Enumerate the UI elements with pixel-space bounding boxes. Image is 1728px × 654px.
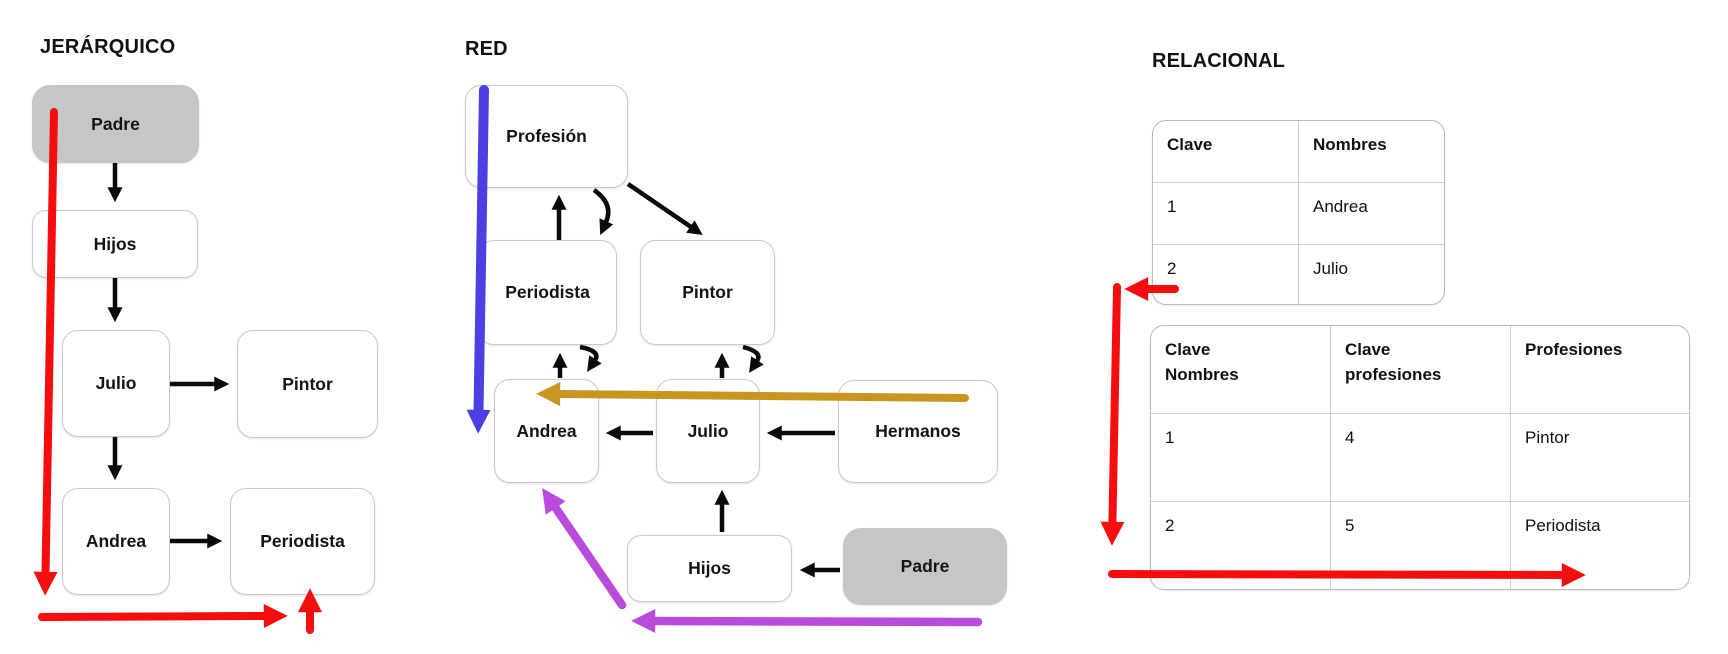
relacional-table-nombres: Clave Nombres 1 Andrea 2 Julio	[1152, 120, 1445, 305]
jerarquico-node-hijos: Hijos	[32, 210, 198, 278]
node-label: Periodista	[505, 282, 590, 302]
node-label: Pintor	[282, 373, 333, 394]
table-cell: Andrea	[1298, 182, 1444, 244]
red-arrow-tables-down	[1100, 283, 1125, 546]
node-label: Padre	[91, 113, 140, 134]
node-label: Padre	[900, 556, 950, 576]
red-node-julio: Julio	[656, 379, 760, 483]
red-arrow-bottom-right	[38, 604, 288, 629]
node-label: Pintor	[682, 282, 733, 302]
red-title: RED	[465, 38, 508, 60]
red-node-periodista: Periodista	[478, 240, 617, 345]
red-node-hijos: Hijos	[627, 535, 792, 602]
relacional-table-profesiones: Clave Nombres Clave profesiones Profesio…	[1150, 325, 1690, 590]
table-cell: 2	[1151, 501, 1330, 589]
red-arrow-down-left	[33, 108, 58, 596]
table-header-cell: Profesiones	[1510, 326, 1689, 413]
red-node-hermanos: Hermanos	[838, 380, 998, 483]
red-node-padre: Padre	[843, 528, 1007, 605]
table-header-cell: Nombres	[1298, 121, 1444, 182]
table-cell: Julio	[1298, 244, 1444, 304]
red-node-andrea: Andrea	[494, 379, 599, 483]
table-cell: Pintor	[1510, 413, 1689, 501]
purple-arrow-diagonal	[542, 488, 627, 610]
table-cell: 1	[1151, 413, 1330, 501]
table-cell: 4	[1330, 413, 1510, 501]
table-cell: 1	[1153, 182, 1298, 244]
red-node-profesion: Profesión	[465, 85, 628, 188]
node-label: Profesión	[506, 126, 587, 146]
node-label: Julio	[687, 420, 729, 441]
jerarquico-node-periodista: Periodista	[230, 488, 375, 595]
node-label: Andrea	[85, 531, 147, 551]
jerarquico-node-andrea: Andrea	[62, 488, 170, 595]
node-label: Periodista	[260, 531, 345, 551]
table-header-cell: Clave profesiones	[1330, 326, 1490, 413]
node-label: Hijos	[688, 558, 731, 578]
jerarquico-title: JERÁRQUICO	[40, 36, 176, 58]
table-cell: 5	[1330, 501, 1510, 589]
arrow-profesion-to-pintor	[626, 182, 703, 236]
table-header-cell: Clave Nombres	[1165, 340, 1239, 384]
node-label: Julio	[95, 373, 137, 393]
jerarquico-node-julio: Julio	[62, 330, 170, 437]
table-cell: 2	[1153, 244, 1298, 304]
jerarquico-node-padre: Padre	[32, 85, 199, 163]
node-label: Andrea	[516, 420, 577, 441]
table-header-cell: Clave	[1167, 135, 1213, 154]
arrow-pintor-to-julio-curve	[742, 344, 764, 373]
arrow-profesion-to-periodista-curve	[592, 188, 614, 236]
node-label: Hermanos	[875, 421, 961, 441]
node-label: Hijos	[93, 233, 137, 254]
arrow-periodista-to-andrea-curve	[579, 344, 602, 372]
jerarquico-node-pintor: Pintor	[237, 330, 378, 438]
relacional-title: RELACIONAL	[1152, 50, 1286, 72]
table-cell: Periodista	[1510, 501, 1689, 589]
purple-arrow-left	[631, 609, 983, 634]
red-node-pintor: Pintor	[640, 240, 775, 345]
